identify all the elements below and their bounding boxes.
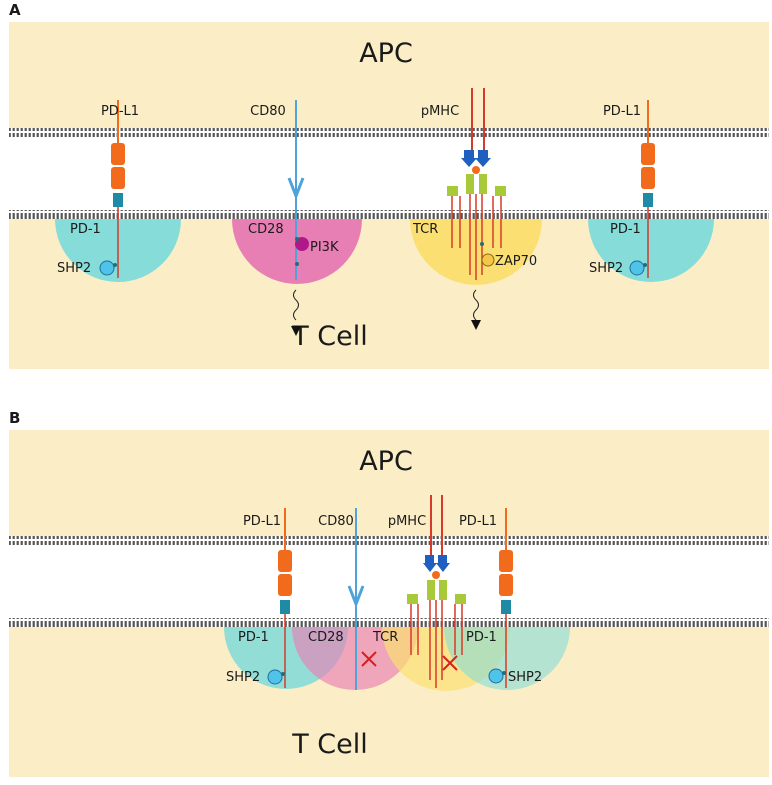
panel-a-tcell-membrane bbox=[9, 210, 769, 219]
panel-a-signal-label-shp2-left: SHP2 bbox=[57, 261, 91, 276]
panel-b-region-label-tcr: TCR bbox=[372, 630, 398, 645]
panel-b: B APC T Cell PD-L1 PD-1 SHP2 bbox=[9, 409, 769, 777]
panel-a-pmhc-tcr-complex bbox=[447, 88, 506, 330]
panel-b-receptor-label-cd80: CD80 bbox=[318, 514, 354, 529]
panel-b-tcr-block-icon bbox=[442, 655, 458, 671]
panel-b-region-label-pd1-right: PD-1 bbox=[466, 630, 497, 645]
panel-b-region-label-pd1-left: PD-1 bbox=[238, 630, 269, 645]
panel-b-signal-label-shp2-right: SHP2 bbox=[508, 670, 542, 685]
panel-a-apc-cytoplasm bbox=[9, 22, 769, 128]
panel-b-pd1-region-right bbox=[444, 627, 570, 690]
panel-a-apc-membrane bbox=[9, 128, 769, 137]
panel-a-region-label-pd1-right: PD-1 bbox=[610, 222, 641, 237]
panel-b-shp2-icon-right bbox=[488, 668, 504, 684]
panel-a-pd1-region-right bbox=[588, 219, 714, 282]
panel-a-signal-label-shp2-right: SHP2 bbox=[589, 261, 623, 276]
panel-b-receptor-label-pdl1-left: PD-L1 bbox=[243, 514, 281, 529]
panel-a-region-label-pd1-left: PD-1 bbox=[70, 222, 101, 237]
panel-a-receptor-label-pmhc: pMHC bbox=[421, 104, 459, 119]
panel-a-pdl1-pd1-complex-right bbox=[629, 100, 655, 278]
panel-b-apc-label: APC bbox=[359, 446, 413, 477]
panel-a-tcell-label: T Cell bbox=[291, 321, 368, 352]
panel-b-cd80-cd28-complex bbox=[347, 508, 365, 690]
panel-b-cd28-block-icon bbox=[361, 651, 377, 667]
panel-b-signal-label-shp2-left: SHP2 bbox=[226, 670, 260, 685]
panel-b-shp2-icon-left bbox=[267, 669, 283, 685]
panel-b-apc-cytoplasm bbox=[9, 430, 769, 536]
panel-a-cd80-cd28-complex bbox=[287, 100, 309, 336]
panel-b-pdl1-pd1-complex-right bbox=[488, 508, 513, 688]
panel-a-zap70-icon bbox=[481, 253, 495, 267]
panel-a-signal-label-zap70: ZAP70 bbox=[495, 254, 537, 269]
panel-b-pmhc-tcr-complex bbox=[407, 495, 466, 688]
panel-a-shp2-icon-left bbox=[99, 260, 115, 276]
panel-a-shp2-icon-right bbox=[629, 260, 645, 276]
panel-a-region-label-tcr: TCR bbox=[412, 222, 438, 237]
panel-a: A APC T Cell PD-L1 PD-1 SHP2 bbox=[9, 1, 769, 369]
panel-b-tcell-label: T Cell bbox=[291, 729, 368, 760]
panel-a-pdl1-pd1-complex-left bbox=[99, 100, 125, 278]
panel-b-receptor-label-pdl1-right: PD-L1 bbox=[459, 514, 497, 529]
panel-a-apc-label: APC bbox=[359, 38, 413, 69]
panel-a-signal-label-pi3k: PI3K bbox=[310, 240, 339, 255]
panel-a-pi3k-icon bbox=[295, 237, 309, 251]
panel-b-letter: B bbox=[9, 409, 20, 427]
panel-a-region-label-cd28: CD28 bbox=[248, 222, 284, 237]
panel-a-letter: A bbox=[9, 1, 21, 19]
panel-b-region-label-cd28: CD28 bbox=[308, 630, 344, 645]
panel-a-receptor-label-pdl1-right: PD-L1 bbox=[603, 104, 641, 119]
panel-b-synapse-gap bbox=[9, 545, 769, 618]
panel-b-pdl1-pd1-complex-left bbox=[267, 508, 292, 688]
panel-b-apc-membrane bbox=[9, 536, 769, 545]
panel-b-receptor-label-pmhc: pMHC bbox=[388, 514, 426, 529]
panel-b-tcell-membrane bbox=[9, 618, 769, 627]
panel-a-receptor-label-cd80: CD80 bbox=[250, 104, 286, 119]
panel-a-receptor-label-pdl1-left: PD-L1 bbox=[101, 104, 139, 119]
